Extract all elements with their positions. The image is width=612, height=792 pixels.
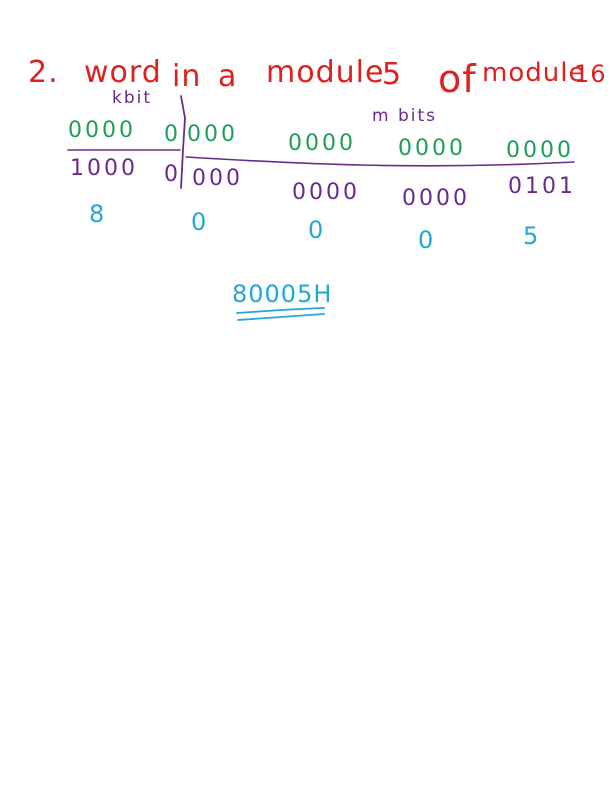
purple-bits-group-5: 0101 xyxy=(508,174,576,199)
green-bits-group-1: 0000 xyxy=(68,118,136,143)
green-bits-group-2a: 0 xyxy=(164,122,181,147)
result-address: 80005H xyxy=(232,280,333,308)
green-bits-group-5: 0000 xyxy=(506,138,574,163)
hex-digit-4: 0 xyxy=(418,226,434,254)
field-separator-line xyxy=(180,95,186,189)
purple-bits-group-1: 1000 xyxy=(70,156,138,181)
green-bits-group-4: 0000 xyxy=(398,136,466,161)
green-bits-group-2b: 000 xyxy=(187,122,238,147)
purple-bits-group-2a: 0 xyxy=(164,162,181,187)
title-word-in: in xyxy=(172,59,202,94)
purple-bits-group-3: 0000 xyxy=(292,180,360,205)
title-word-of: of xyxy=(438,57,477,101)
title-word-a: a xyxy=(218,59,238,94)
title-word-module-1: module xyxy=(266,55,385,90)
hex-digit-3: 0 xyxy=(308,216,324,244)
problem-number: 2. xyxy=(28,55,59,90)
purple-bits-group-2b: 000 xyxy=(192,166,243,191)
hex-digit-5: 5 xyxy=(523,222,539,250)
result-underline-2 xyxy=(237,313,325,321)
title-word-word: word xyxy=(84,55,162,90)
title-word-5: 5 xyxy=(382,57,403,92)
hex-digit-2: 0 xyxy=(191,208,207,236)
purple-bits-group-4: 0000 xyxy=(402,186,470,211)
mbits-label: m bits xyxy=(372,106,438,126)
green-bits-group-3: 0000 xyxy=(288,131,356,156)
title-word-module-2: module xyxy=(482,58,586,88)
result-underline-1 xyxy=(236,307,325,314)
title-word-16: 16 xyxy=(574,60,607,88)
kbit-label: kbit xyxy=(112,88,153,108)
hex-digit-1: 8 xyxy=(89,200,105,228)
divider-line-right xyxy=(185,156,575,167)
